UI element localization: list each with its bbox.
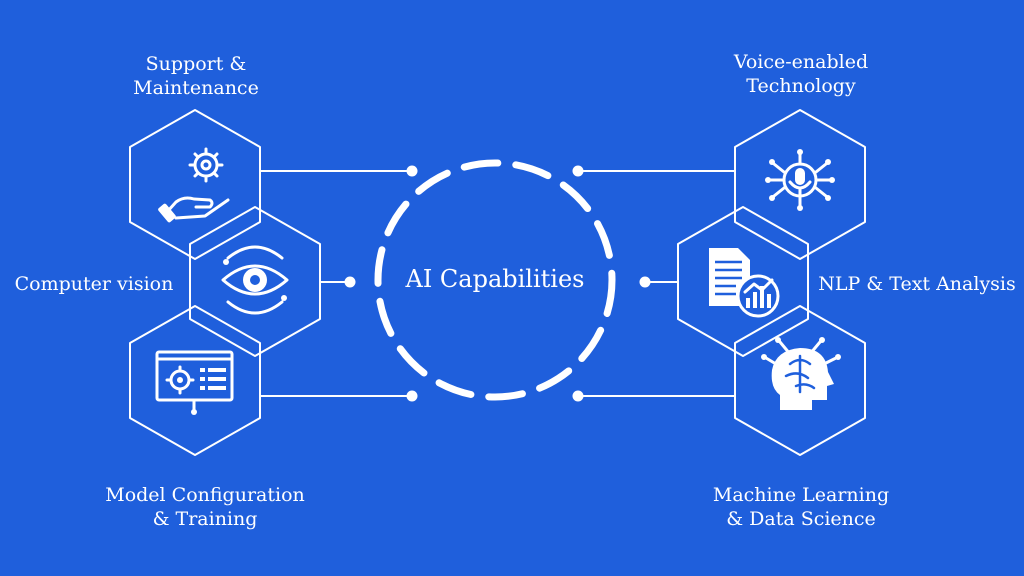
gear-hand-icon bbox=[158, 147, 230, 223]
label-support-line-1: Support & bbox=[145, 53, 247, 75]
label-model-line-1: Model Configuration bbox=[105, 484, 305, 506]
label-ml: Machine Learning & Data Science bbox=[696, 483, 906, 531]
hexagon-voice bbox=[734, 109, 866, 260]
hexagon-model bbox=[129, 305, 261, 456]
hexagon-nlp bbox=[677, 206, 809, 357]
hexagon-vision bbox=[189, 206, 321, 357]
label-nlp-line-1: NLP & Text Analysis bbox=[818, 273, 1016, 295]
hexagon-ml bbox=[734, 305, 866, 456]
label-model: Model Configuration & Training bbox=[100, 483, 310, 531]
label-nlp: NLP & Text Analysis bbox=[818, 272, 1016, 296]
connector-nlp bbox=[639, 276, 679, 288]
connector-voice bbox=[572, 165, 736, 177]
hexagon-support bbox=[129, 109, 261, 260]
label-support: Support & Maintenance bbox=[106, 52, 286, 100]
label-vision: Computer vision bbox=[6, 272, 182, 296]
label-vision-line-1: Computer vision bbox=[14, 273, 174, 295]
eye-icon bbox=[221, 245, 289, 315]
brain-head-icon bbox=[761, 337, 841, 410]
document-chart-icon bbox=[709, 248, 780, 318]
connector-vision bbox=[319, 276, 356, 288]
label-ml-line-2: & Data Science bbox=[726, 508, 876, 530]
connector-support bbox=[259, 165, 418, 177]
label-model-line-2: & Training bbox=[152, 508, 258, 530]
label-voice: Voice-enabled Technology bbox=[711, 50, 891, 98]
label-support-line-2: Maintenance bbox=[133, 77, 259, 99]
label-ml-line-1: Machine Learning bbox=[712, 484, 890, 506]
connector-ml bbox=[572, 390, 736, 402]
config-dashboard-icon bbox=[155, 350, 234, 415]
label-voice-line-2: Technology bbox=[746, 75, 856, 97]
center-ring bbox=[374, 159, 616, 401]
connector-model bbox=[259, 390, 418, 402]
label-voice-line-1: Voice-enabled bbox=[733, 51, 869, 73]
center-title: AI Capabilities bbox=[405, 265, 585, 293]
voice-circuit-icon bbox=[765, 149, 835, 211]
